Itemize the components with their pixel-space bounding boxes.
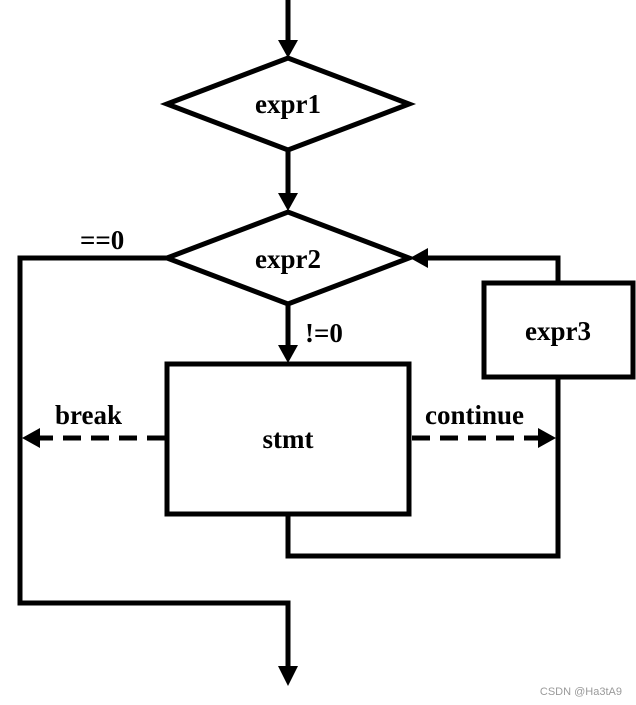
- stmt-node: stmt: [164, 361, 412, 517]
- label-zero: ==0: [80, 225, 124, 255]
- arrow-stmt-to-expr3: [285, 377, 561, 559]
- arrow-expr1-to-expr2: [278, 150, 298, 211]
- label-nonzero: !=0: [305, 318, 343, 348]
- label-continue: continue: [425, 400, 524, 430]
- break-arrow: [22, 428, 165, 448]
- expr2-label: expr2: [255, 244, 321, 274]
- expr3-node: expr3: [481, 280, 636, 380]
- expr3-label: expr3: [525, 316, 591, 346]
- watermark: CSDN @Ha3tA9: [540, 686, 622, 698]
- entry-arrow: [278, 0, 298, 58]
- stmt-label: stmt: [263, 424, 314, 454]
- arrow-expr3-to-expr2: [410, 248, 561, 283]
- arrow-expr2-to-stmt: [278, 304, 298, 363]
- expr1-node: expr1: [159, 55, 417, 153]
- exit-path-zero: [17, 255, 298, 686]
- label-break: break: [55, 400, 122, 430]
- continue-arrow: [412, 428, 556, 448]
- expr1-label: expr1: [255, 89, 321, 119]
- expr2-node: expr2: [159, 209, 417, 307]
